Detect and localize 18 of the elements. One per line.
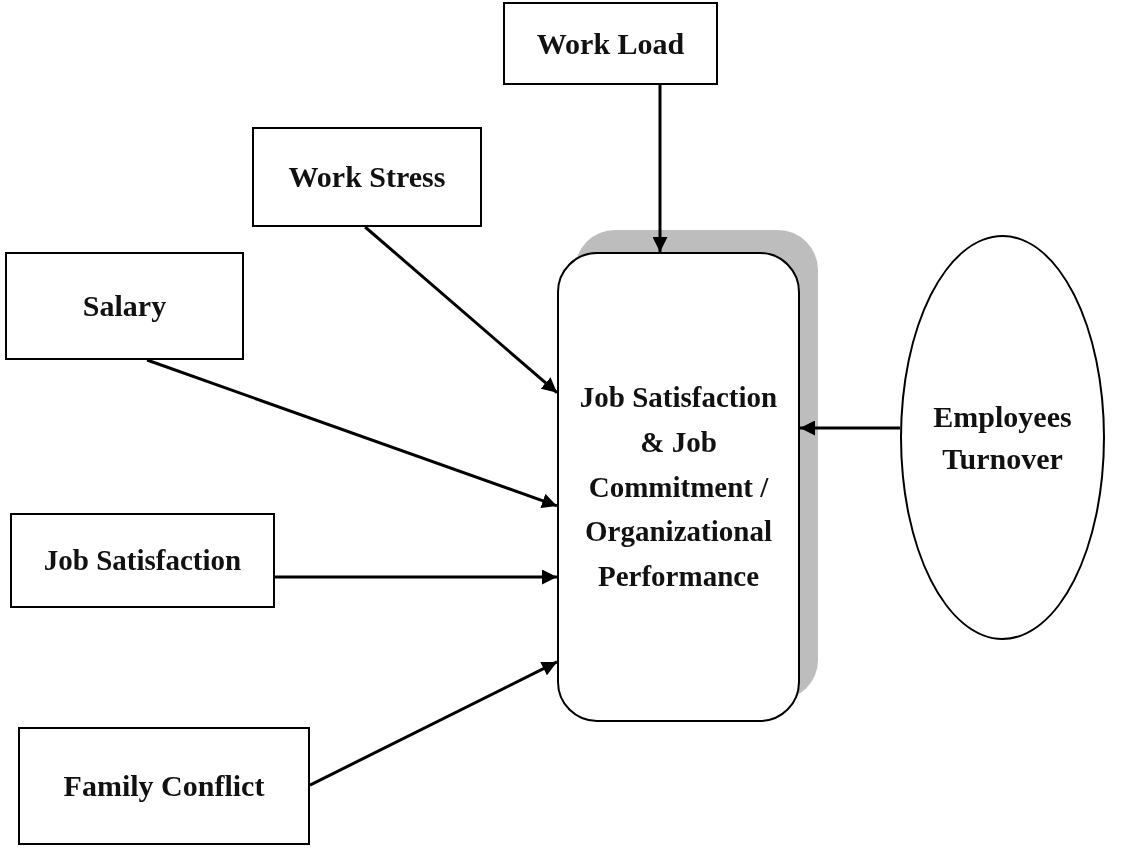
factor-box [5,252,244,360]
arrow [309,660,558,787]
arrow [275,569,557,585]
factor-box [252,127,482,227]
node-label: Salary [82,288,167,324]
arrow [364,225,558,394]
node-label: Job Satisfaction [43,543,242,578]
factor-box [18,727,310,845]
node-label: Employees Turnover [932,398,1073,477]
arrow [652,85,668,252]
factor-box [10,513,275,608]
node-label: Work Load [536,25,685,62]
arrow [146,358,558,508]
arrow [800,420,901,436]
factor-box [503,2,718,85]
node-label: Job Satisfaction & Job Commitment / Organizational Performance [578,379,779,595]
node-label: Family Conflict [63,768,265,804]
node-label: Work Stress [288,159,446,195]
